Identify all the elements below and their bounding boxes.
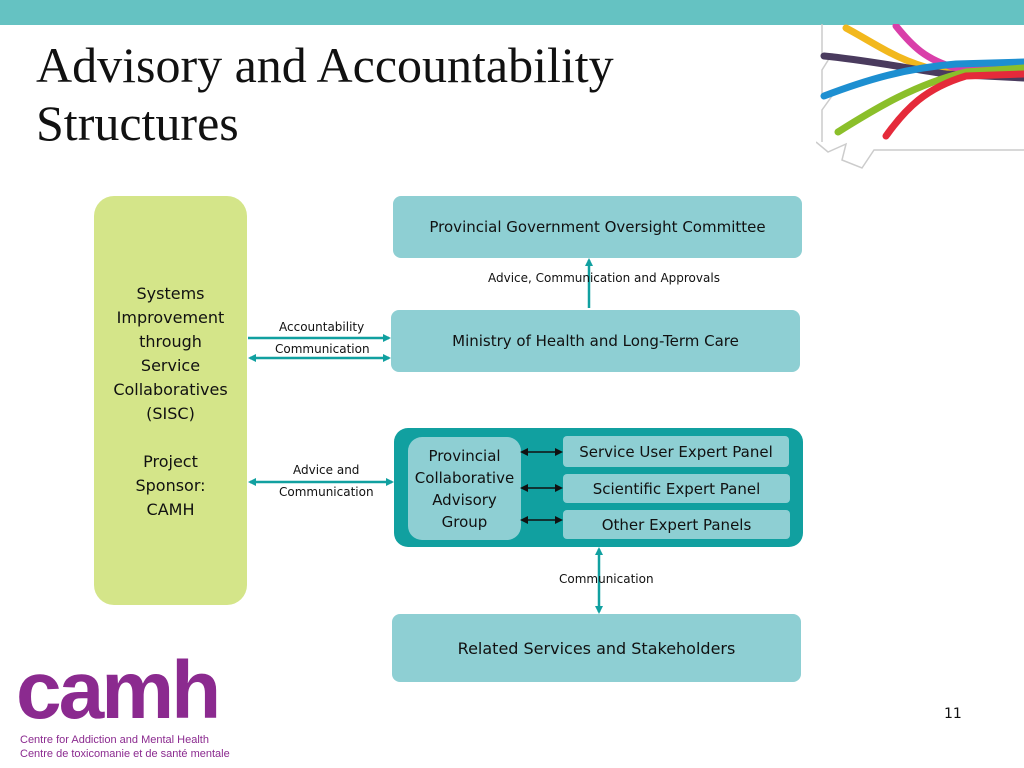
other-panels-label: Other Expert Panels [601,515,752,534]
label-communication-3: Communication [559,572,654,586]
service-user-panel-label: Service User Expert Panel [579,442,773,461]
sisc-line-4: Service [140,356,201,375]
sisc-line-2: Improvement [116,308,225,327]
camh-logo-english: Centre for Addiction and Mental Health [20,734,209,746]
label-advice-approvals: Advice, Communication and Approvals [488,271,720,285]
label-communication-2: Communication [279,485,374,499]
title-line-2: Structures [36,95,239,151]
sisc-line-3: through [139,332,202,351]
pcag-line-1: Provincial [428,446,501,465]
sisc-line-6: (SISC) [146,404,195,423]
title-line-1: Advisory and Accountability [36,37,614,93]
sisc-line-5: Collaboratives [113,380,228,399]
pcag-line-3: Advisory [432,490,497,509]
sponsor-line-1: Project [143,452,198,471]
page-number: 11 [944,706,962,722]
sisc-box: Systems Improvement through Service Coll… [94,196,247,605]
service-user-panel-box: Service User Expert Panel [563,436,789,467]
camh-logo-french: Centre de toxicomanie et de santé mental… [20,748,230,760]
sponsor-line-3: CAMH [146,500,195,519]
ministry-label: Ministry of Health and Long-Term Care [452,332,739,350]
top-accent-bar [0,0,1024,25]
oversight-committee-box: Provincial Government Oversight Committe… [393,196,802,258]
slide-title: Advisory and Accountability Structures [36,36,796,152]
pcag-line-2: Collaborative [414,468,515,487]
scientific-panel-label: Scientific Expert Panel [592,479,761,498]
camh-logo-wordmark: camh [16,645,221,736]
braided-ropes-graphic [816,24,1024,169]
stakeholders-box: Related Services and Stakeholders [392,614,801,682]
pcag-box: Provincial Collaborative Advisory Group [408,437,521,540]
oversight-committee-label: Provincial Government Oversight Committe… [429,218,766,236]
ministry-box: Ministry of Health and Long-Term Care [391,310,800,372]
sisc-line-1: Systems [136,284,205,303]
pcag-line-4: Group [441,512,488,531]
label-advice-and: Advice and [293,463,360,477]
other-panels-box: Other Expert Panels [563,510,790,539]
label-accountability: Accountability [279,320,365,334]
stakeholders-label: Related Services and Stakeholders [457,638,736,658]
sponsor-line-2: Sponsor: [135,476,206,495]
label-communication-1: Communication [275,342,370,356]
scientific-panel-box: Scientific Expert Panel [563,474,790,503]
